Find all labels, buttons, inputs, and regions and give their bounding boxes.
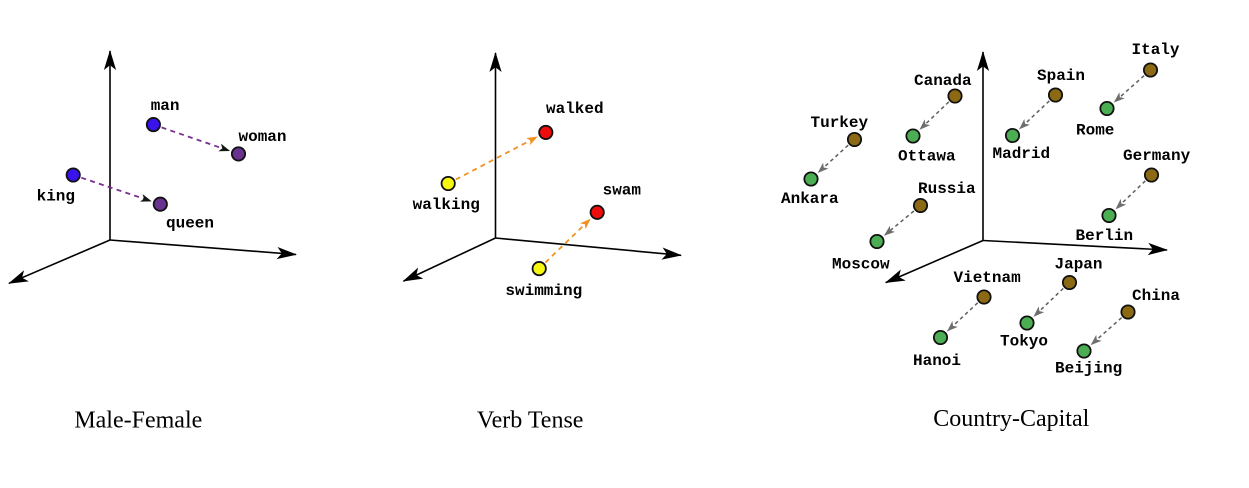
- svg-text:man: man: [151, 97, 180, 115]
- svg-text:Ankara: Ankara: [781, 190, 839, 208]
- svg-text:Moscow: Moscow: [832, 256, 890, 274]
- svg-text:Canada: Canada: [914, 72, 972, 90]
- svg-text:Vietnam: Vietnam: [954, 269, 1022, 287]
- svg-text:Beijing: Beijing: [1055, 360, 1122, 378]
- svg-text:Tokyo: Tokyo: [1000, 333, 1048, 351]
- svg-text:Hanoi: Hanoi: [913, 352, 961, 370]
- svg-text:Berlin: Berlin: [1076, 227, 1134, 245]
- svg-text:king: king: [37, 188, 75, 206]
- svg-text:Germany: Germany: [1123, 147, 1191, 165]
- svg-text:Male-Female: Male-Female: [74, 408, 202, 434]
- svg-text:Verb Tense: Verb Tense: [477, 408, 584, 434]
- svg-text:Country-Capital: Country-Capital: [933, 406, 1089, 432]
- svg-text:Turkey: Turkey: [811, 114, 869, 132]
- svg-text:Japan: Japan: [1055, 256, 1103, 274]
- svg-text:Spain: Spain: [1037, 67, 1085, 85]
- svg-text:swimming: swimming: [505, 282, 582, 300]
- svg-text:Ottawa: Ottawa: [898, 148, 956, 166]
- svg-text:China: China: [1132, 287, 1180, 305]
- svg-text:Madrid: Madrid: [993, 145, 1051, 163]
- svg-text:woman: woman: [239, 128, 287, 146]
- svg-text:Italy: Italy: [1132, 41, 1180, 59]
- svg-text:Russia: Russia: [918, 180, 976, 198]
- svg-text:swam: swam: [603, 182, 642, 200]
- svg-text:Rome: Rome: [1076, 122, 1114, 140]
- svg-text:walking: walking: [413, 196, 480, 214]
- svg-text:walked: walked: [546, 100, 604, 118]
- svg-text:queen: queen: [166, 215, 214, 233]
